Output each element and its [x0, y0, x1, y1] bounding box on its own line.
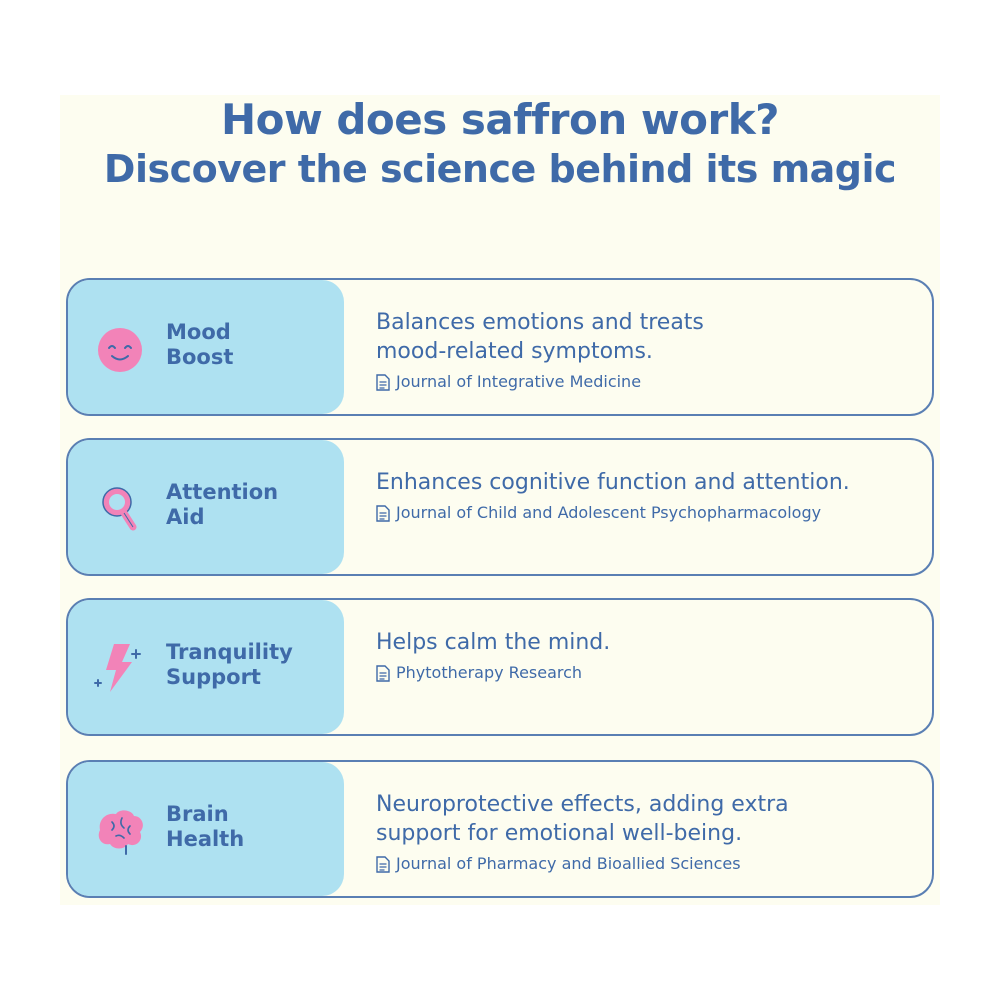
- lightning-bolt-icon: [94, 644, 141, 692]
- card-label: Attention Aid: [166, 480, 278, 530]
- document-icon: [376, 504, 390, 522]
- card-label: Brain Health: [166, 802, 244, 852]
- card-content: Helps calm the mind. Phytotherapy Resear…: [376, 628, 908, 683]
- card-label-block: Brain Health: [68, 762, 344, 896]
- card-label-line-2: Aid: [166, 505, 205, 529]
- card-label-line-2: Health: [166, 827, 245, 851]
- card-source-text: Journal of Child and Adolescent Psychoph…: [396, 503, 822, 522]
- page-title: How does saffron work? Discover the scie…: [0, 95, 1000, 193]
- brain-icon: [98, 810, 143, 855]
- card-content: Balances emotions and treats mood-relate…: [376, 308, 908, 392]
- card-description-line-1: Neuroprotective effects, adding extra: [376, 792, 789, 817]
- card-source-text: Phytotherapy Research: [396, 663, 583, 682]
- card-description-line-2: support for emotional well-being.: [376, 821, 743, 846]
- title-highlight-word: saffron: [460, 95, 627, 144]
- card-description: Neuroprotective effects, adding extra su…: [376, 790, 908, 848]
- card-label-line-2: Boost: [166, 345, 234, 369]
- card-mood-boost: Mood Boost Balances emotions and treats …: [66, 278, 934, 416]
- title-text-before: How does: [220, 95, 461, 144]
- card-label-block: Tranquility Support: [68, 600, 344, 734]
- card-source-text: Journal of Pharmacy and Bioallied Scienc…: [396, 854, 741, 873]
- card-source-text: Journal of Integrative Medicine: [396, 372, 642, 391]
- card-label-line-2: Support: [166, 665, 261, 689]
- card-description-line-1: Enhances cognitive function and attentio…: [376, 470, 850, 495]
- card-source: Phytotherapy Research: [376, 663, 908, 683]
- card-description: Helps calm the mind.: [376, 628, 908, 657]
- card-label-line-1: Attention: [166, 480, 279, 504]
- title-line-2: Discover the science behind its magic: [103, 147, 897, 191]
- card-source: Journal of Pharmacy and Bioallied Scienc…: [376, 854, 908, 874]
- card-attention-aid: Attention Aid Enhances cognitive functio…: [66, 438, 934, 576]
- card-label-block: Mood Boost: [68, 280, 344, 414]
- title-text-after: work?: [626, 95, 780, 144]
- card-description: Balances emotions and treats mood-relate…: [376, 308, 908, 366]
- magnifying-glass-icon: [102, 487, 137, 531]
- card-brain-health: Brain Health Neuroprotective effects, ad…: [66, 760, 934, 898]
- card-source: Journal of Integrative Medicine: [376, 372, 908, 392]
- card-label-line-1: Tranquility: [166, 640, 293, 664]
- card-tranquility-support: Tranquility Support Helps calm the mind.…: [66, 598, 934, 736]
- card-content: Neuroprotective effects, adding extra su…: [376, 790, 908, 874]
- card-label: Mood Boost: [166, 320, 233, 370]
- card-source: Journal of Child and Adolescent Psychoph…: [376, 503, 908, 523]
- document-icon: [376, 664, 390, 682]
- document-icon: [376, 373, 390, 391]
- card-label-line-1: Brain: [166, 802, 229, 826]
- card-description-line-1: Balances emotions and treats: [376, 310, 704, 335]
- document-icon: [376, 855, 390, 873]
- card-content: Enhances cognitive function and attentio…: [376, 468, 908, 523]
- title-line-1: How does saffron work?: [0, 95, 1000, 145]
- card-label-block: Attention Aid: [68, 440, 344, 574]
- smiley-face-icon: [98, 328, 142, 372]
- card-label: Tranquility Support: [166, 640, 293, 690]
- card-description: Enhances cognitive function and attentio…: [376, 468, 908, 497]
- card-description-line-2: mood-related symptoms.: [376, 339, 653, 364]
- card-label-line-1: Mood: [166, 320, 231, 344]
- card-description-line-1: Helps calm the mind.: [376, 630, 611, 655]
